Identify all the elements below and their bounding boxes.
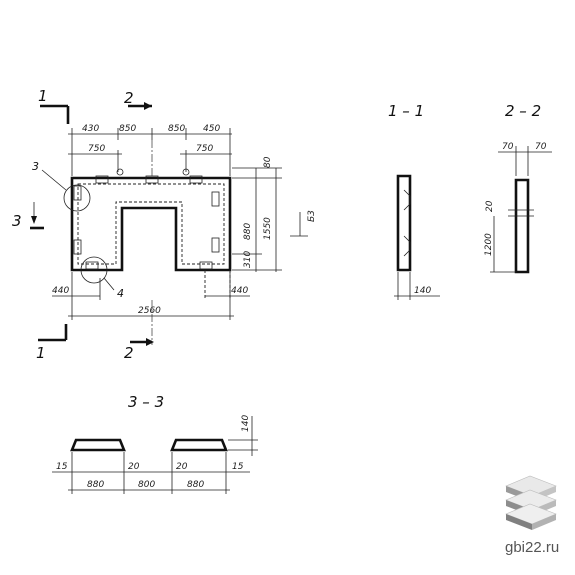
svg-text:440: 440 bbox=[52, 286, 69, 296]
callout-4-circle bbox=[80, 256, 108, 284]
svg-text:1 – 1: 1 – 1 bbox=[388, 102, 424, 120]
callout-4-label: 4 bbox=[117, 287, 124, 300]
svg-text:1: 1 bbox=[36, 344, 46, 362]
svg-text:3 – 3: 3 – 3 bbox=[128, 393, 164, 411]
embedded-parts bbox=[73, 168, 220, 270]
svg-text:2: 2 bbox=[124, 344, 134, 362]
plate-dashed-right bbox=[204, 270, 231, 300]
svg-text:80: 80 bbox=[263, 156, 273, 168]
svg-text:1550: 1550 bbox=[263, 217, 273, 240]
cut-1-top: 1 bbox=[38, 87, 70, 124]
svg-text:70: 70 bbox=[502, 142, 514, 152]
svg-text:140: 140 bbox=[414, 286, 431, 296]
svg-text:15: 15 bbox=[56, 462, 68, 472]
svg-text:850: 850 bbox=[119, 124, 136, 134]
svg-text:70: 70 bbox=[535, 142, 547, 152]
svg-text:750: 750 bbox=[88, 144, 105, 154]
stacked-slabs-logo bbox=[505, 475, 557, 530]
svg-text:2: 2 bbox=[124, 89, 134, 107]
svg-text:880: 880 bbox=[187, 480, 204, 490]
svg-text:20: 20 bbox=[485, 200, 495, 212]
svg-text:450: 450 bbox=[203, 124, 220, 134]
svg-text:20: 20 bbox=[176, 462, 188, 472]
watermark-site: gbi22.ru bbox=[505, 539, 559, 556]
plan-view: 3 4 1 2 3 1 bbox=[12, 87, 317, 362]
svg-text:880: 880 bbox=[87, 480, 104, 490]
svg-text:15: 15 bbox=[232, 462, 244, 472]
svg-text:880: 880 bbox=[243, 223, 253, 240]
svg-text:440: 440 bbox=[231, 286, 248, 296]
section-3-3: 3 – 3 140 15 20 20 15 880 800 880 bbox=[52, 393, 258, 494]
svg-text:430: 430 bbox=[82, 124, 99, 134]
cut-3-left: 3 bbox=[12, 202, 44, 230]
svg-text:850: 850 bbox=[168, 124, 185, 134]
callout-3-label: 3 bbox=[32, 160, 39, 173]
svg-text:Б3: Б3 bbox=[307, 210, 317, 222]
callout-3-circle bbox=[63, 184, 91, 212]
svg-text:800: 800 bbox=[138, 480, 155, 490]
svg-text:750: 750 bbox=[196, 144, 213, 154]
bottom-dimensions: 440 440 2560 bbox=[52, 272, 250, 320]
section-2-2: 2 – 2 70 70 20 1200 bbox=[484, 102, 552, 274]
cut-2-top: 2 bbox=[124, 89, 152, 110]
svg-text:310: 310 bbox=[243, 251, 253, 268]
cut-2-bottom: 2 bbox=[124, 338, 154, 362]
right-dimensions: 80 880 1550 310 Б3 bbox=[232, 156, 317, 272]
svg-text:140: 140 bbox=[241, 415, 251, 432]
svg-text:20: 20 bbox=[128, 462, 140, 472]
section-1-1: 1 – 1 140 bbox=[388, 102, 440, 300]
svg-text:3: 3 bbox=[12, 212, 22, 230]
svg-text:2 – 2: 2 – 2 bbox=[505, 102, 541, 120]
svg-text:1200: 1200 bbox=[484, 233, 494, 256]
top-dimensions: 430 850 850 450 750 750 bbox=[68, 124, 232, 176]
svg-text:1: 1 bbox=[38, 87, 48, 105]
plate-outline bbox=[70, 176, 232, 272]
cut-1-bottom: 1 bbox=[36, 324, 68, 362]
plate-inner-dashed bbox=[77, 183, 225, 265]
svg-text:2560: 2560 bbox=[138, 306, 161, 316]
